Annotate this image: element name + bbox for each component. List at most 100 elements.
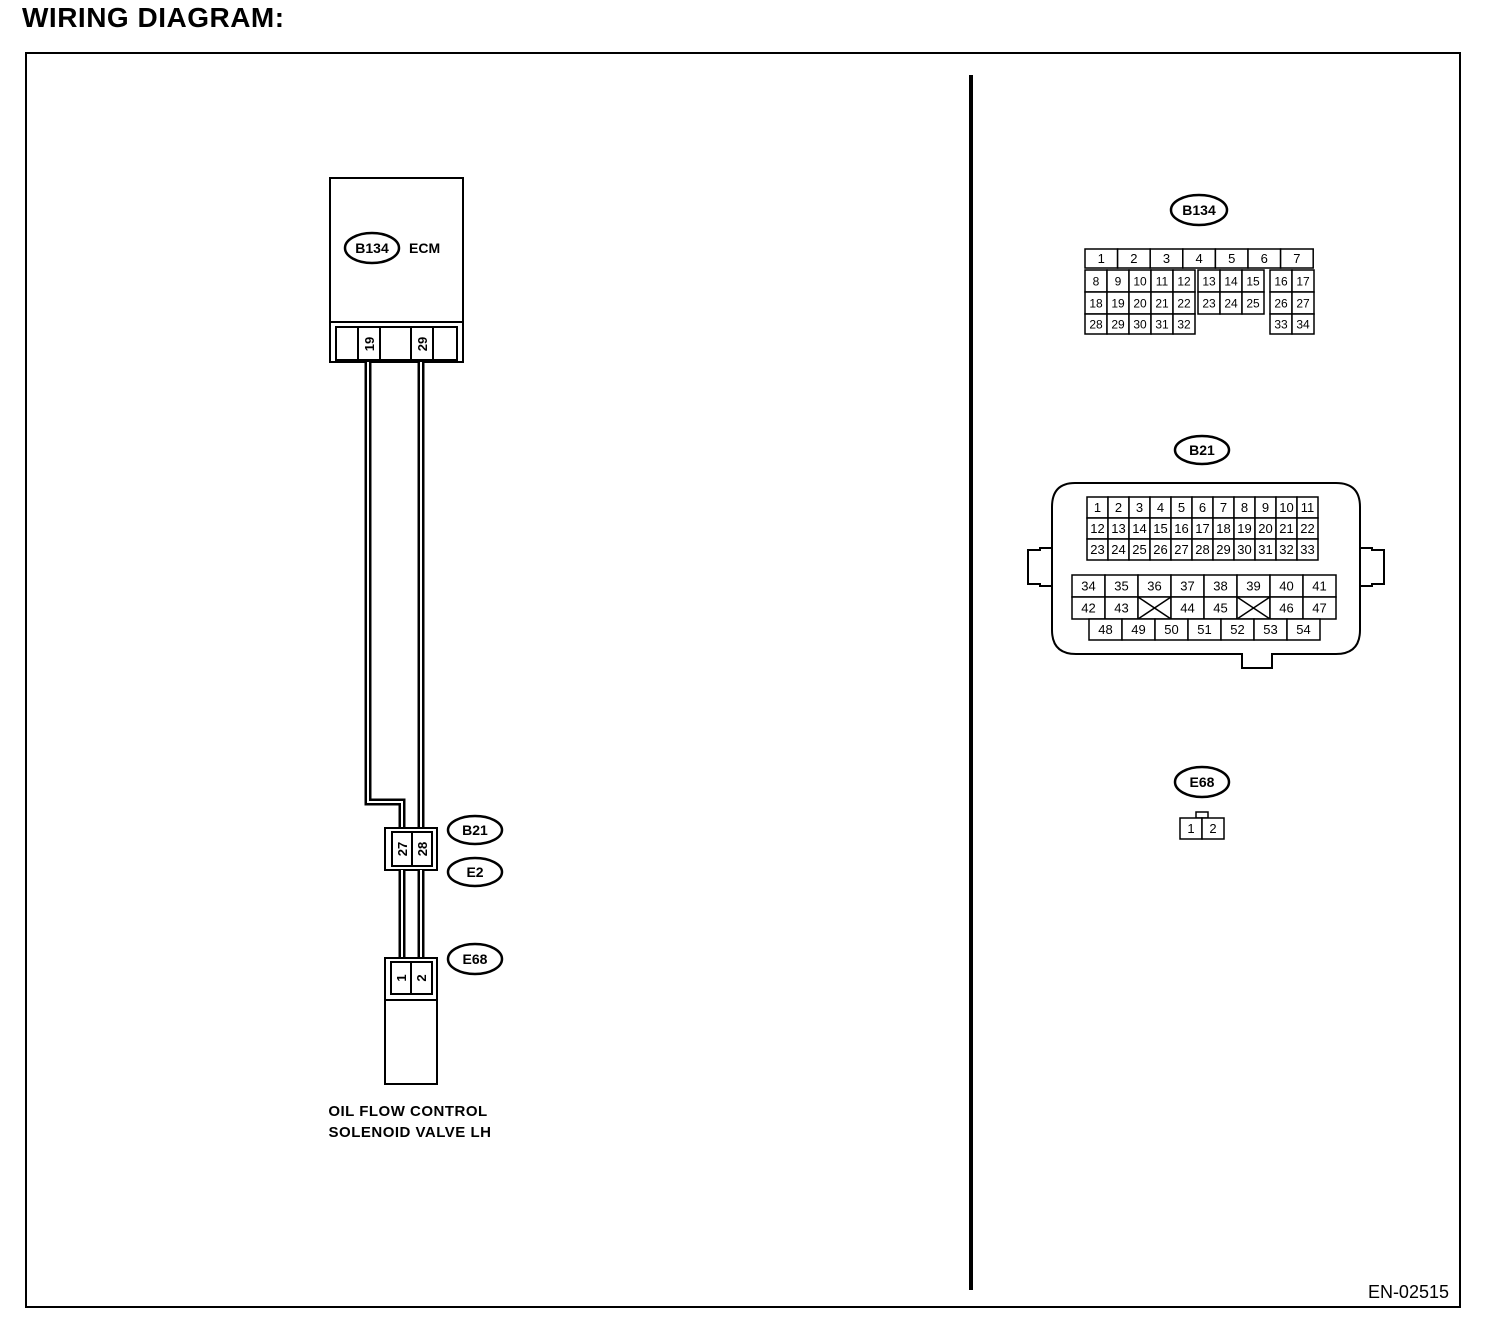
b21-pin-14: 14 [1132,521,1146,536]
b21-pin-16: 16 [1174,521,1188,536]
junction-pin-28: 28 [415,842,430,856]
e68-pin-1: 1 [1187,821,1194,836]
b134-pin-32: 32 [1177,317,1191,331]
b21-pin-31: 31 [1258,542,1272,557]
b134-pin-7: 7 [1293,251,1300,266]
b134-pin-17: 17 [1296,274,1310,288]
b134-pin-18: 18 [1089,296,1103,310]
b21-pin-7: 7 [1220,500,1227,515]
b21-view-badge [1173,434,1231,466]
b21-pin-42: 42 [1081,601,1095,616]
e68-pin-2-cell [1201,817,1225,840]
b21-pin-30: 30 [1237,542,1251,557]
b21-pin-33-cell [1296,538,1319,561]
solenoid-valve: 1 2 [384,957,438,1085]
b134-pin-25: 25 [1246,296,1260,310]
b134-pin-29: 29 [1111,317,1125,331]
ecm-connector-id: B134 [355,240,389,256]
b21-pin-46: 46 [1279,601,1293,616]
solenoid-label-line2: SOLENOID VALVE LH [329,1124,492,1141]
b134-pin-32-cell [1172,313,1196,335]
b21-pin-50: 50 [1164,622,1178,637]
b134-view-badge [1169,193,1229,227]
solenoid-pin-2: 2 [414,974,429,981]
b21-pin-25: 25 [1132,542,1146,557]
junction-b21-badge [446,814,504,846]
b134-pin-10: 10 [1133,274,1147,288]
b134-pin-12: 12 [1177,274,1191,288]
b21-pin-13: 13 [1111,521,1125,536]
b134-pin-21: 21 [1155,296,1169,310]
b21-pin-11: 11 [1301,500,1315,515]
b134-pin-27: 27 [1296,296,1310,310]
junction-pin-27: 27 [395,842,410,856]
b21-pin-9: 9 [1262,500,1269,515]
b134-pin-24: 24 [1224,296,1238,310]
harness-wires-upper [364,362,425,830]
b21-pin-3: 3 [1136,500,1143,515]
b134-pin-4: 4 [1195,251,1202,266]
b21-pin-blank-blank-mark [1137,596,1172,620]
b21-pin-38: 38 [1213,579,1227,594]
b21-pin-54: 54 [1296,622,1310,637]
b21-pin-53: 53 [1263,622,1277,637]
figure-code: EN-02515 [1368,1282,1449,1302]
junction-e2-badge [446,856,504,888]
b21-pin-26: 26 [1153,542,1167,557]
b134-pin-15: 15 [1246,274,1260,288]
b21-pin-51: 51 [1197,622,1211,637]
b21-pin-22: 22 [1300,521,1314,536]
b21-pin-8: 8 [1241,500,1248,515]
b21-pin-47: 47 [1312,601,1326,616]
b21-pin-15: 15 [1153,521,1167,536]
b134-pin-11: 11 [1156,274,1169,288]
b21-pin-34: 34 [1081,579,1095,594]
b134-pin-6: 6 [1261,251,1268,266]
b134-pin-14: 14 [1224,274,1238,288]
b134-pin-16: 16 [1274,274,1288,288]
b134-pin-22: 22 [1177,296,1191,310]
b134-pin-3: 3 [1163,251,1170,266]
b21-pin-43: 43 [1114,601,1128,616]
b134-pin-34-cell [1291,313,1315,335]
ecm-connector-badge [343,231,401,265]
b21-pin-17: 17 [1195,521,1209,536]
b21-pin-41: 41 [1312,579,1326,594]
solenoid-connector-badge [446,942,504,976]
b21-pin-2: 2 [1115,500,1122,515]
b21-pin-35: 35 [1114,579,1128,594]
ecm-pin-19: 19 [362,337,377,351]
solenoid-pin-1: 1 [394,974,409,981]
b21-pin-29: 29 [1216,542,1230,557]
b21-pin-40: 40 [1279,579,1293,594]
b134-view-id: B134 [1182,202,1216,218]
b21-pin-21: 21 [1279,521,1293,536]
b134-pin-23: 23 [1202,296,1216,310]
b21-pin-10: 10 [1279,500,1293,515]
b21-pin-18: 18 [1216,521,1230,536]
b21-pin-4: 4 [1157,500,1164,515]
b134-pin-34: 34 [1296,317,1310,331]
b134-pin-20: 20 [1133,296,1147,310]
b21-pin-36: 36 [1147,579,1161,594]
b21-pin-49: 49 [1131,622,1145,637]
e68-view-id: E68 [1190,774,1215,790]
b134-pin-8: 8 [1093,274,1100,288]
b134-pin-9: 9 [1115,274,1122,288]
b21-pin-32: 32 [1279,542,1293,557]
e68-pin-2: 2 [1209,821,1216,836]
solenoid-label-line1: OIL FLOW CONTROL [328,1103,487,1120]
b21-pin-19: 19 [1237,521,1251,536]
b21-pin-44: 44 [1180,601,1194,616]
b21-pin-27: 27 [1174,542,1188,557]
b134-pin-2: 2 [1130,251,1137,266]
b134-pin-26: 26 [1274,296,1288,310]
b21-pin-52: 52 [1230,622,1244,637]
page-title: WIRING DIAGRAM: [22,2,285,33]
b134-pin-5: 5 [1228,251,1235,266]
b21-pin-48: 48 [1098,622,1112,637]
b134-pin-33: 33 [1274,317,1288,331]
ecm-label: ECM [409,240,440,256]
solenoid-connector-id: E68 [463,951,488,967]
